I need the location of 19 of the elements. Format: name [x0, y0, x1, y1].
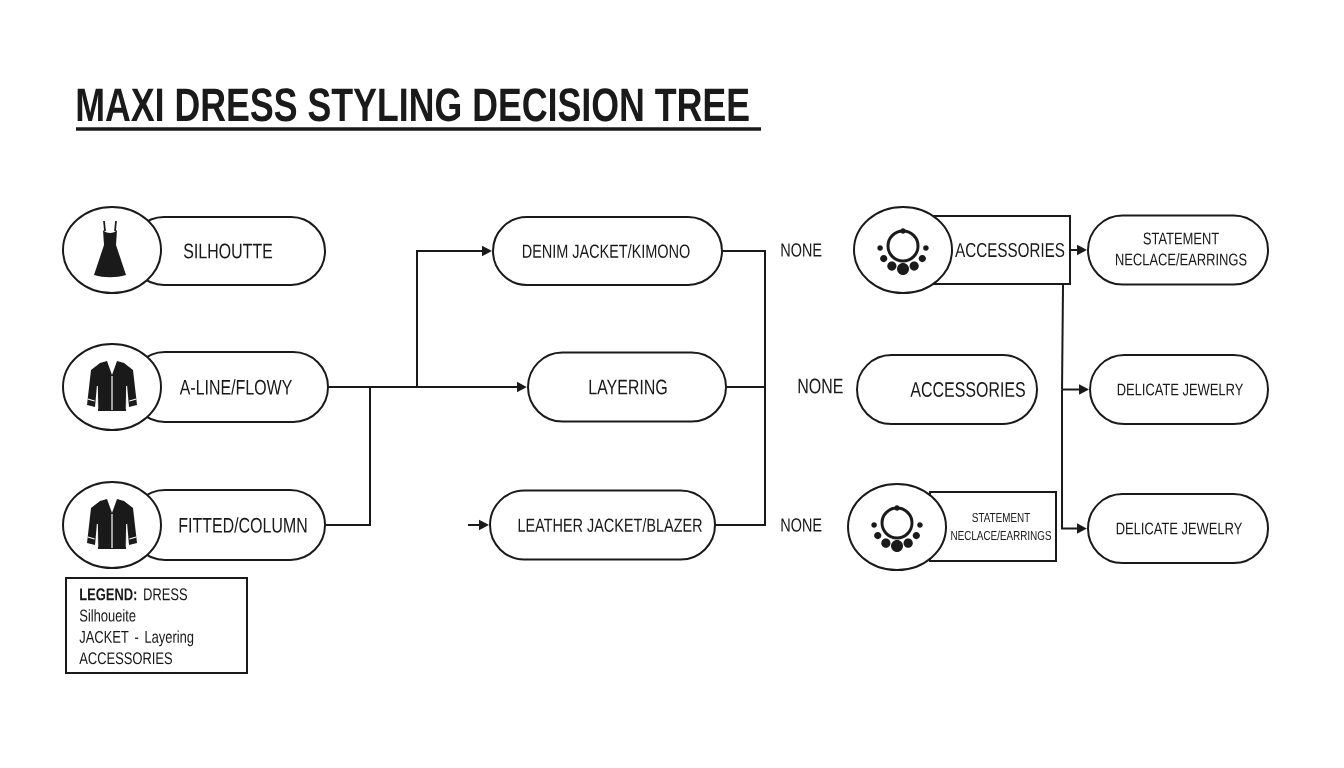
option-label: NONE	[781, 518, 822, 532]
option-pill: STATEMENT NECLACE/EARRINGS	[1087, 214, 1269, 286]
connector-line	[325, 386, 371, 526]
connector-line	[328, 386, 371, 388]
option-pill: DELICATE JEWELRY	[1089, 354, 1269, 425]
option-pill: LEATHER JACKET/BLAZER	[489, 489, 716, 561]
connector-line	[722, 250, 766, 388]
option-box: STATEMENT NECLACE/EARRINGS	[929, 491, 1057, 562]
connector-line	[715, 386, 766, 526]
connector-line	[369, 386, 418, 388]
option-pill: LAYERING	[527, 351, 727, 423]
option-pill: ACCESSORIES	[856, 354, 1038, 425]
connector-line	[726, 386, 766, 388]
option-pill: DELICATE JEWELRY	[1087, 493, 1269, 564]
title: MAXI DRESS STYLING DECISION TREE	[77, 88, 749, 122]
option-label: NONE	[781, 243, 822, 257]
legend-box: LEGEND: DRESS Silhoueite JACKET - Layering ACCESSORIES	[65, 577, 248, 674]
connector-line	[1061, 284, 1064, 391]
option-pill: DENIM JACKET/KIMONO	[492, 216, 723, 286]
